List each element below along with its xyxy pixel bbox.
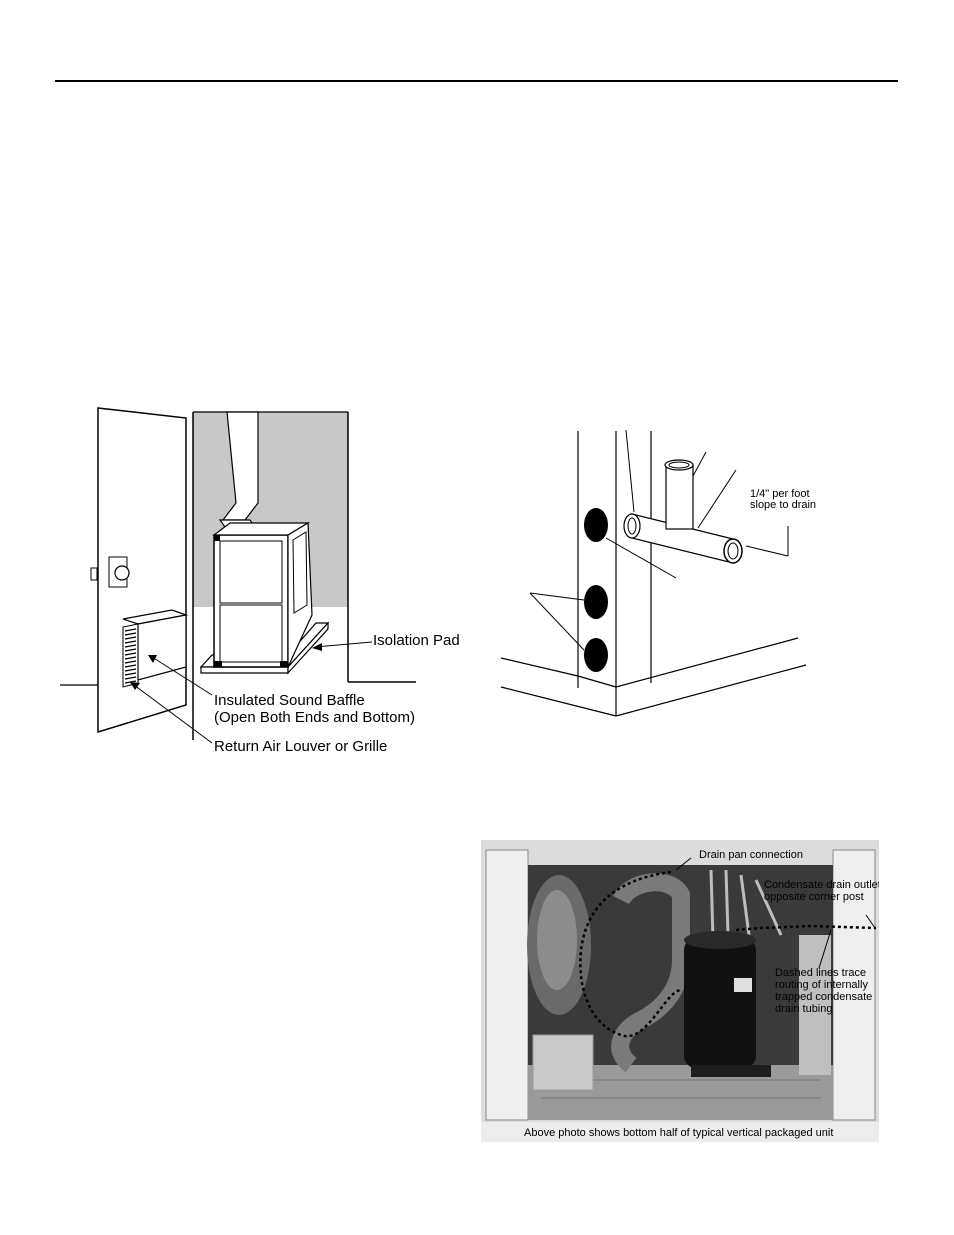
sound-baffle-label: Insulated Sound Baffle bbox=[214, 692, 365, 709]
photo-caption: Above photo shows bottom half of typical… bbox=[524, 1127, 834, 1139]
header-rule bbox=[55, 80, 898, 82]
slope-label: 1/4" per foot bbox=[750, 488, 810, 500]
sound-baffle-sublabel: (Open Both Ends and Bottom) bbox=[214, 709, 415, 726]
dashed-lines-label-3: trapped condensate bbox=[775, 991, 873, 1003]
isolation-pad-label: Isolation Pad bbox=[373, 632, 460, 649]
condensate-outlet-sublabel: opposite corner post bbox=[764, 891, 864, 903]
dashed-lines-label-4: drain tubing bbox=[775, 1003, 833, 1015]
unit-photo: Drain pan connection Condensate drain ou… bbox=[481, 840, 879, 1142]
drain-pan-label: Drain pan connection bbox=[699, 849, 803, 861]
drain-diagram bbox=[500, 429, 807, 717]
dashed-lines-label-1: Dashed lines trace bbox=[775, 967, 867, 979]
return-air-label: Return Air Louver or Grille bbox=[214, 738, 388, 755]
condensate-outlet-label: Condensate drain outlet bbox=[764, 879, 879, 891]
install-diagram bbox=[60, 407, 416, 744]
dashed-lines-label-2: routing of internally bbox=[775, 979, 868, 991]
slope-sublabel: slope to drain bbox=[750, 499, 817, 511]
unit-photo-image bbox=[481, 840, 879, 1142]
